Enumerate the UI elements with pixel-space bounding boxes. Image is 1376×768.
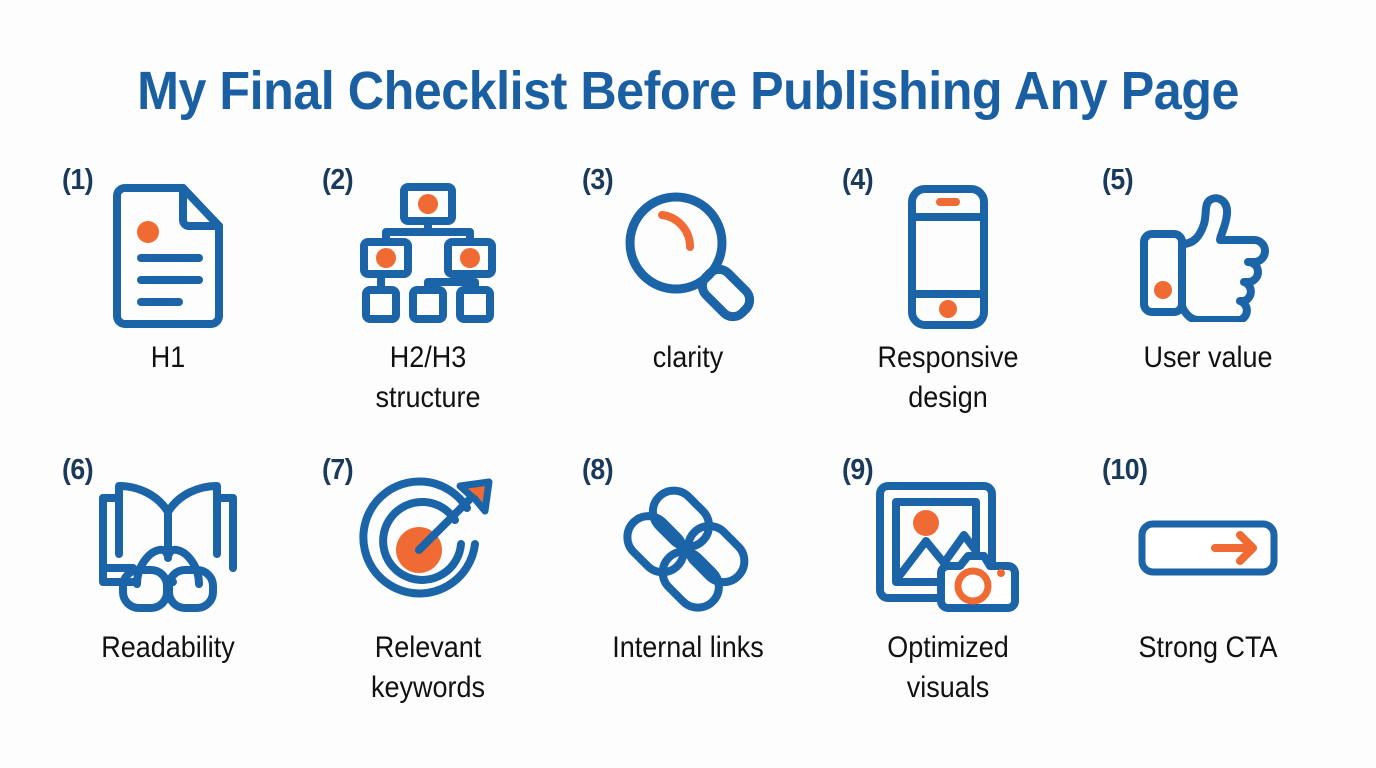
thumbs-up-icon <box>1078 182 1338 332</box>
item-number: (9) <box>842 454 874 486</box>
smartphone-icon <box>818 182 1078 332</box>
checklist-item-user-value: (5) User value <box>1078 160 1338 450</box>
checklist-item-relevant-keywords: (7) Relevant keywords <box>298 450 558 740</box>
cta-button-arrow-icon <box>1078 472 1338 622</box>
item-number: (3) <box>582 164 614 196</box>
checklist-item-readability: (6) <box>38 450 298 740</box>
item-number: (5) <box>1102 164 1134 196</box>
item-label: Strong CTA <box>1138 631 1278 664</box>
checklist-item-optimized-visuals: (9) Optimized visuals <box>818 450 1078 740</box>
checklist-item-clarity: (3) clarity <box>558 160 818 450</box>
item-label: User value <box>1143 341 1273 374</box>
item-number: (1) <box>62 164 94 196</box>
checklist-grid: (1) H1 (2) <box>38 160 1338 740</box>
checklist-item-h2h3-structure: (2) <box>298 160 558 450</box>
checklist-item-internal-links: (8) Internal links <box>558 450 818 740</box>
chain-link-icon <box>558 472 818 622</box>
item-label: H2/H3 structure <box>375 341 481 414</box>
item-number: (4) <box>842 164 874 196</box>
checklist-item-strong-cta: (10) Strong CTA <box>1078 450 1338 740</box>
image-camera-icon <box>818 472 1078 622</box>
checklist-item-h1: (1) H1 <box>38 160 298 450</box>
item-label: Optimized visuals <box>887 631 1009 704</box>
document-icon <box>38 182 298 332</box>
item-number: (10) <box>1102 454 1148 486</box>
item-number: (2) <box>322 164 354 196</box>
book-glasses-icon <box>38 472 298 622</box>
item-label: Responsive design <box>877 341 1019 414</box>
item-label: Relevant keywords <box>370 631 486 704</box>
item-number: (8) <box>582 454 614 486</box>
item-label: clarity <box>652 341 724 374</box>
checklist-item-responsive-design: (4) Responsive design <box>818 160 1078 450</box>
item-label: H1 <box>150 341 186 374</box>
item-label: Internal links <box>612 631 764 664</box>
item-number: (7) <box>322 454 354 486</box>
magnifier-icon <box>558 182 818 332</box>
sitemap-icon <box>298 178 558 328</box>
item-number: (6) <box>62 454 94 486</box>
item-label: Readability <box>101 631 235 664</box>
target-arrow-icon <box>298 468 558 618</box>
page-title: My Final Checklist Before Publishing Any… <box>137 61 1239 121</box>
